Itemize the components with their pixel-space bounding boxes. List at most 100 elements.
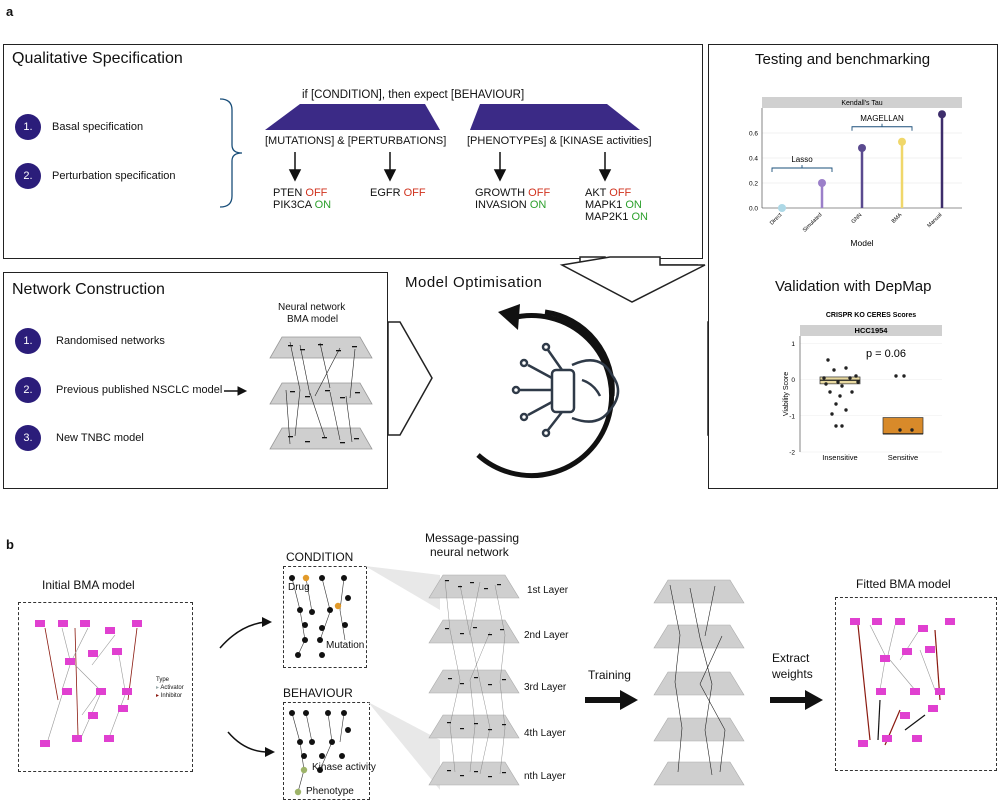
depmap-ytick: 0: [791, 377, 795, 384]
depmap-ytick: 1: [791, 341, 795, 348]
annotation-bracket: [771, 165, 833, 172]
training-label: Training: [588, 668, 631, 682]
depmap-ylabel: Viability Score: [783, 372, 790, 416]
depmap-point: [828, 390, 832, 394]
fitted-bma-box: [835, 597, 997, 771]
depmap-point: [832, 368, 836, 372]
fitted-bma-title: Fitted BMA model: [856, 577, 951, 591]
qual-item-1-number: 1.: [15, 114, 41, 140]
depmap-point: [856, 380, 860, 384]
kendall-ytick: 0.4: [749, 156, 758, 163]
depmap-point: [844, 408, 848, 412]
depmap-ytick: -2: [789, 450, 795, 457]
depmap-point: [910, 428, 914, 432]
layer-label-1: 1st Layer: [527, 585, 569, 596]
testing-title: Testing and benchmarking: [755, 51, 931, 68]
depmap-point: [854, 374, 858, 378]
training-arrow-icon: [585, 690, 638, 710]
qual-item-1-label: Basal specification: [52, 121, 144, 133]
mutation-label: Mutation: [326, 640, 365, 651]
depmap-point: [844, 366, 848, 370]
depmap-point: [824, 382, 828, 386]
legend-title: Type: [156, 677, 170, 683]
depmap-point: [840, 384, 844, 388]
extract-label-1: Extract: [772, 651, 810, 665]
left-header: [MUTATIONS] & [PERTURBATIONS]: [265, 135, 447, 147]
kendall-point: [778, 204, 786, 212]
right-arrow-icon: [387, 321, 433, 436]
depmap-point: [826, 358, 830, 362]
depmap-strip: [800, 325, 942, 336]
layer-label-5: nth Layer: [524, 771, 566, 782]
mpnn-label-1: Message-passing: [425, 531, 520, 545]
annotation-label: MAGELLAN: [860, 114, 904, 123]
kendall-ytick: 0.6: [749, 131, 758, 138]
depmap-point: [838, 394, 842, 398]
kendall-ytick: 0.0: [749, 206, 758, 213]
kendall-point: [818, 179, 826, 187]
testing-box: [708, 44, 998, 489]
depmap-xtick: Sensitive: [888, 453, 918, 462]
annotation-bracket: [851, 123, 913, 131]
cycle-arrow-icon: [476, 313, 615, 479]
qual-item-2-label: Perturbation specification: [52, 170, 176, 182]
panel-b-letter: b: [6, 537, 14, 552]
qualitative-spec-box: [3, 44, 703, 259]
condition-box: [283, 566, 367, 668]
annotation-label: Lasso: [791, 155, 813, 164]
nn-label-2: BMA model: [287, 314, 339, 325]
condition-label: CONDITION: [286, 550, 354, 564]
depmap-xtick: Insensitive: [822, 453, 857, 462]
kendall-point: [898, 137, 906, 146]
qualitative-spec-title: Qualitative Specification: [12, 50, 183, 67]
net-item-2-label: Previous published NSCLC model: [56, 384, 223, 396]
depmap-point: [850, 390, 854, 394]
depmap-strip-label: HCC1954: [855, 326, 889, 335]
depmap-title: CRISPR KO CERES Scores: [826, 312, 916, 319]
kendall-point: [938, 110, 946, 119]
net-item-3-label: New TNBC model: [56, 432, 144, 444]
gene-block-growth: GROWTH OFF INVASION ON: [475, 187, 551, 211]
model-optimisation-title: Model Optimisation: [405, 274, 543, 291]
net-item-3-number: 3.: [15, 425, 41, 451]
validation-title: Validation with DepMap: [775, 278, 932, 295]
ai-brain-icon: [511, 342, 620, 438]
behaviour-label: BEHAVIOUR: [283, 686, 353, 700]
net-item-2-number: 2.: [15, 377, 41, 403]
curly-brace-icon: [219, 98, 243, 208]
kendall-point: [858, 144, 866, 152]
kendall-strip: [762, 97, 962, 108]
legend: Type ▸ Activator ▸ Inhibitor: [156, 676, 184, 700]
gene-block-akt: AKT OFF MAPK1 ON MAP2K1 ON: [585, 187, 648, 223]
right-trapezoid: [470, 104, 640, 130]
network-construction-title: Network Construction: [12, 281, 165, 298]
phenotype-label: Phenotype: [306, 786, 354, 797]
kendall-ytick: 0.2: [749, 181, 758, 188]
gene-block-egfr: EGFR OFF: [370, 187, 426, 199]
extract-arrow-icon: [770, 690, 823, 710]
kendall-title: Kendall's Tau: [841, 100, 882, 107]
depmap-point: [894, 374, 898, 378]
layer-label-4: 4th Layer: [524, 728, 566, 739]
depmap-point: [902, 374, 906, 378]
net-item-1-label: Randomised networks: [56, 335, 165, 347]
gene-block-pten: PTEN OFF PIK3CA ON: [273, 187, 332, 211]
depmap-point: [840, 424, 844, 428]
depmap-point: [898, 428, 902, 432]
network-construction-box: [3, 272, 388, 489]
panel-a-letter: a: [6, 4, 14, 19]
rule-text: if [CONDITION], then expect [BEHAVIOUR]: [302, 89, 525, 101]
extract-label-2: weights: [772, 667, 813, 681]
drug-label: Drug: [288, 582, 310, 593]
legend-activator: ▸ Activator: [156, 685, 184, 691]
kinase-label: Kinase activity: [312, 762, 376, 773]
layer-label-3: 3rd Layer: [524, 682, 567, 693]
mpnn-label-2: neural network: [430, 545, 509, 559]
nn-label-1: Neural network: [278, 302, 346, 313]
net-item-1-number: 1.: [15, 328, 41, 354]
depmap-point: [830, 412, 834, 416]
